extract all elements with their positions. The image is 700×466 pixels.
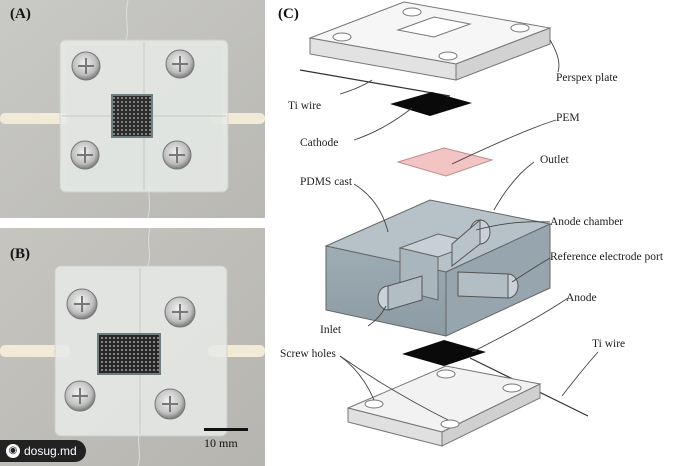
- label-ti-wire-top: Ti wire: [288, 100, 322, 112]
- screw-hole: [364, 399, 384, 409]
- photo-a: [0, 0, 265, 218]
- screw-hole: [502, 383, 522, 393]
- panel-label-b: (B): [10, 246, 30, 262]
- scale-bar-line: [204, 428, 248, 431]
- leader-lines: [339, 39, 599, 421]
- photo-a-image: [0, 0, 265, 218]
- screw-hole: [440, 419, 460, 429]
- ti-wire-top: [299, 69, 451, 97]
- panel-label-a: (A): [10, 6, 31, 22]
- pem-membrane: [396, 147, 494, 177]
- label-outlet: Outlet: [540, 154, 569, 166]
- photo-b: [0, 228, 265, 466]
- cathode-electrode: [390, 92, 472, 116]
- label-inlet: Inlet: [320, 324, 342, 336]
- perspex-plate-top: [308, 1, 552, 81]
- photo-b-image: [0, 228, 265, 466]
- label-cathode: Cathode: [300, 137, 339, 149]
- watermark-badge: ◉ dosug.md: [0, 440, 86, 462]
- label-reference-electrode-port: Reference electrode port: [550, 251, 664, 263]
- pdms-cast: [324, 199, 552, 337]
- watermark-text: dosug.md: [24, 444, 77, 458]
- screw-hole: [436, 369, 456, 379]
- scale-bar-label: 10 mm: [204, 436, 238, 450]
- panel-label-c: (C): [278, 6, 299, 22]
- label-screw-holes: Screw holes: [280, 348, 336, 360]
- label-anode-chamber: Anode chamber: [550, 216, 624, 228]
- label-anode: Anode: [566, 292, 597, 304]
- anode-electrode: [402, 340, 486, 366]
- watermark-logo-icon: ◉: [6, 444, 20, 458]
- label-perspex-plate: Perspex plate: [556, 72, 618, 84]
- label-pdms-cast: PDMS cast: [300, 176, 353, 188]
- exploded-diagram: [299, 1, 599, 447]
- label-ti-wire-bottom: Ti wire: [592, 338, 626, 350]
- bottom-plate: [346, 365, 542, 447]
- label-pem: PEM: [556, 112, 580, 124]
